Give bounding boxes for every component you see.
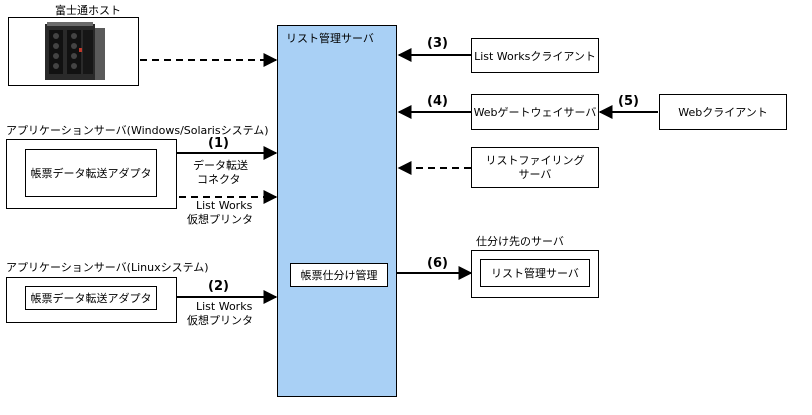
- adapter-ws-label: 帳票データ転送アダプタ: [30, 167, 152, 180]
- connector-number-2: (2): [208, 279, 229, 294]
- connector-number-1: (1): [208, 136, 229, 151]
- web-gateway-label: Webゲートウェイサーバ: [473, 106, 597, 119]
- connector-number-3: (3): [427, 36, 448, 51]
- data-transfer-label-1: データ転送: [193, 159, 248, 172]
- connector-number-4: (4): [427, 94, 448, 109]
- data-transfer-label-2: コネクタ: [197, 173, 241, 186]
- filing-server-label-2: サーバ: [518, 167, 552, 181]
- mainframe-icon: [45, 22, 105, 80]
- dest-server-box: リスト管理サーバ: [480, 259, 590, 287]
- listworks-client-box: List Worksクライアント: [471, 38, 599, 73]
- connector-number-6: (6): [427, 256, 448, 271]
- connector-number-5: (5): [618, 94, 639, 109]
- host-label: 富士通ホスト: [55, 4, 121, 17]
- host-box: [8, 17, 139, 86]
- adapter-linux-label: 帳票データ転送アダプタ: [30, 292, 152, 305]
- dest-label: 仕分け先のサーバ: [476, 235, 564, 248]
- adapter-ws-box: 帳票データ転送アダプタ: [25, 149, 157, 197]
- server-label: リスト管理サーバ: [286, 32, 374, 45]
- virtual-printer-b-label-1: List Works: [196, 300, 253, 313]
- web-client-box: Webクライアント: [659, 94, 787, 130]
- app-server-ws-label: アプリケーションサーバ(Windows/Solarisシステム): [6, 124, 269, 137]
- sorting-management-box: 帳票仕分け管理: [290, 263, 388, 287]
- virtual-printer-b-label-2: 仮想プリンタ: [187, 314, 253, 327]
- virtual-printer-a-label-2: 仮想プリンタ: [187, 213, 253, 226]
- dest-server-label: リスト管理サーバ: [491, 267, 579, 280]
- filing-server-box: リストファイリング サーバ: [471, 147, 599, 188]
- filing-server-label-1: リストファイリング: [485, 153, 585, 167]
- web-client-label: Webクライアント: [678, 106, 768, 119]
- sorting-label: 帳票仕分け管理: [300, 269, 378, 282]
- virtual-printer-a-label-1: List Works: [196, 199, 253, 212]
- listworks-client-label: List Worksクライアント: [474, 49, 596, 63]
- adapter-linux-box: 帳票データ転送アダプタ: [25, 286, 157, 310]
- web-gateway-box: Webゲートウェイサーバ: [471, 94, 599, 130]
- list-management-server: リスト管理サーバ 帳票仕分け管理: [277, 25, 397, 397]
- app-server-linux-label: アプリケーションサーバ(Linuxシステム): [6, 261, 209, 274]
